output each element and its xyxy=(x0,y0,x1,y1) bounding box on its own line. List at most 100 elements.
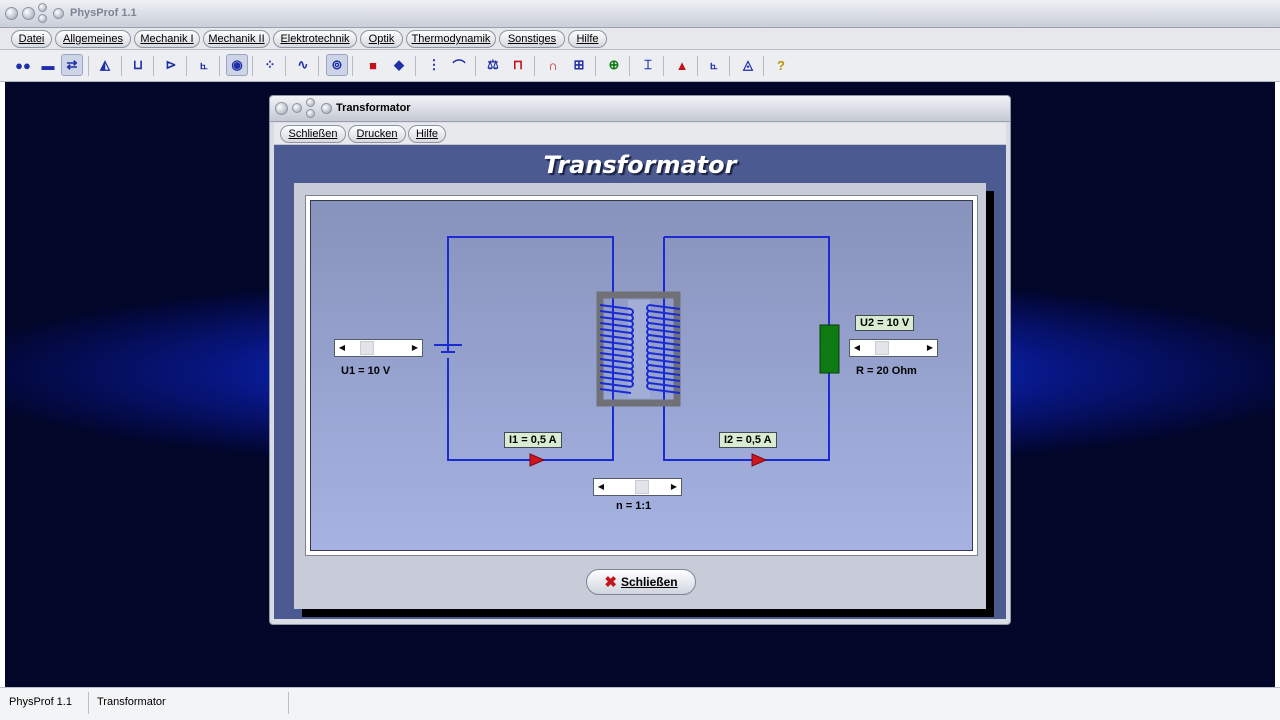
resistor xyxy=(819,324,840,374)
circuit-canvas: ◀ ▶ U1 = 10 V U2 = 10 V ◀ ▶ R = 20 Ohm I… xyxy=(310,200,973,551)
toolbar-separator xyxy=(729,56,730,76)
page-title: Transformator xyxy=(543,151,737,179)
dialog-maximize-icon[interactable] xyxy=(306,98,315,107)
restore-window-icon[interactable] xyxy=(38,14,47,23)
toolbar-separator xyxy=(629,56,630,76)
u1-slider-right-arrow[interactable]: ▶ xyxy=(411,343,419,352)
menu-allgemeines[interactable]: Allgemeines xyxy=(55,30,131,48)
u1-slider[interactable]: ◀ ▶ xyxy=(334,339,423,357)
n-slider[interactable]: ◀ ▶ xyxy=(593,478,682,496)
help-icon[interactable]: ? xyxy=(777,57,785,73)
toolbar-separator xyxy=(352,56,353,76)
circuit-icon[interactable]: ⊞ xyxy=(573,57,585,72)
status-window-name: Transformator xyxy=(97,696,166,708)
graph-icon[interactable]: ⦜ xyxy=(200,57,208,72)
u2-value-box: U2 = 10 V xyxy=(855,315,915,331)
magnet-icon[interactable]: ■ xyxy=(369,57,377,73)
dialog-minimize-icon[interactable] xyxy=(292,103,302,113)
r-slider[interactable]: ◀ ▶ xyxy=(849,339,938,357)
pulley-icon[interactable]: ⊓ xyxy=(512,57,524,72)
wave-icon[interactable]: ∿ xyxy=(297,57,309,72)
oscillation-icon[interactable]: ⌒ xyxy=(452,58,466,74)
n-label: n = 1:1 xyxy=(616,500,652,512)
toolbar-separator xyxy=(595,56,596,76)
spectrum-icon[interactable]: ◬ xyxy=(743,57,753,72)
menu-datei[interactable]: Datei xyxy=(11,30,52,48)
eye-lens-icon[interactable]: ◉ xyxy=(226,54,248,76)
menu-optik[interactable]: Optik xyxy=(360,30,403,48)
coil-icon[interactable]: ⌶ xyxy=(644,57,652,72)
maximize-window-icon[interactable] xyxy=(38,3,47,12)
menu-bar: Datei Allgemeines Mechanik I Mechanik II… xyxy=(0,28,1280,50)
toolbar: ●● ▬ ⇄ ◭ ⊔ ⊳ ⦜ ◉ ⁘ ∿ ⊚ ■ ◆ ⋮ ⌒ ⚖ ⊓ ∩ ⊞ ⊕… xyxy=(0,50,1280,82)
status-divider xyxy=(288,692,289,714)
menu-mechanik-2[interactable]: Mechanik II xyxy=(203,30,270,48)
dialog-menu-drucken[interactable]: Drucken xyxy=(348,125,406,143)
n-slider-thumb[interactable] xyxy=(635,480,649,494)
primary-wire xyxy=(447,236,614,461)
dialog-body: Transformator xyxy=(274,145,1006,619)
u1-label: U1 = 10 V xyxy=(341,365,391,377)
u1-slider-thumb[interactable] xyxy=(360,341,375,355)
simulation-panel: ◀ ▶ U1 = 10 V U2 = 10 V ◀ ▶ R = 20 Ohm I… xyxy=(294,183,986,609)
dialog-window-menu-icon[interactable] xyxy=(321,103,332,114)
n-slider-right-arrow[interactable]: ▶ xyxy=(670,482,678,491)
r-label: R = 20 Ohm xyxy=(856,365,917,377)
incline-icon[interactable]: ◭ xyxy=(100,57,110,72)
horseshoe-magnet-icon[interactable]: ∩ xyxy=(548,57,558,73)
toolbar-separator xyxy=(663,56,664,76)
spring-icon[interactable]: ⋮ xyxy=(427,57,441,72)
dialog-close-window-icon[interactable] xyxy=(275,102,288,115)
toolbar-separator xyxy=(763,56,764,76)
dialog-restore-icon[interactable] xyxy=(306,109,315,118)
u1-slider-left-arrow[interactable]: ◀ xyxy=(338,343,346,352)
close-button[interactable]: ✖ Schließen xyxy=(586,569,696,595)
minimize-window-icon[interactable] xyxy=(22,7,35,20)
menu-mechanik-1[interactable]: Mechanik I xyxy=(134,30,200,48)
dialog-title: Transformator xyxy=(336,102,411,114)
balls-icon[interactable]: ●● xyxy=(15,57,31,73)
primary-coil xyxy=(599,304,634,394)
molecules-icon[interactable]: ⁘ xyxy=(264,57,276,72)
dialog-menu-schliessen[interactable]: Schließen xyxy=(280,125,346,143)
status-app-name: PhysProf 1.1 xyxy=(9,696,72,708)
app-title: PhysProf 1.1 xyxy=(70,7,137,19)
dialog-menu-hilfe[interactable]: Hilfe xyxy=(408,125,446,143)
i1-value-box: I1 = 0,5 A xyxy=(504,432,562,448)
swap-arrows-icon[interactable]: ⇄ xyxy=(61,54,83,76)
r-slider-right-arrow[interactable]: ▶ xyxy=(926,343,934,352)
close-x-icon: ✖ xyxy=(604,574,617,591)
r-slider-left-arrow[interactable]: ◀ xyxy=(853,343,861,352)
toolbar-separator xyxy=(252,56,253,76)
menu-thermodynamik[interactable]: Thermodynamik xyxy=(406,30,496,48)
decay-icon[interactable]: ⦜ xyxy=(710,57,718,72)
close-button-label: Schließen xyxy=(620,575,678,589)
compass-icon[interactable]: ◆ xyxy=(394,57,404,72)
transformator-dialog: Transformator Schließen Drucken Hilfe Tr… xyxy=(269,95,1011,625)
toolbar-separator xyxy=(153,56,154,76)
simulation-frame: ◀ ▶ U1 = 10 V U2 = 10 V ◀ ▶ R = 20 Ohm I… xyxy=(305,195,978,556)
pressure-icon[interactable]: ⊔ xyxy=(132,57,144,72)
toolbar-separator xyxy=(186,56,187,76)
toolbar-separator xyxy=(475,56,476,76)
cart-icon[interactable]: ▬ xyxy=(41,57,55,73)
window-menu-icon[interactable] xyxy=(53,8,64,19)
n-slider-left-arrow[interactable]: ◀ xyxy=(597,482,605,491)
toolbar-separator xyxy=(121,56,122,76)
prism-icon[interactable]: ▲ xyxy=(675,57,689,73)
secondary-coil xyxy=(646,304,681,394)
toolbar-separator xyxy=(219,56,220,76)
motor-icon[interactable]: ⊕ xyxy=(608,57,620,72)
toolbar-separator xyxy=(534,56,535,76)
menu-hilfe[interactable]: Hilfe xyxy=(568,30,607,48)
menu-sonstiges[interactable]: Sonstiges xyxy=(499,30,565,48)
secondary-wire-return xyxy=(663,237,830,461)
scale-icon[interactable]: ⚖ xyxy=(487,57,499,72)
lever-icon[interactable]: ⊳ xyxy=(165,57,177,72)
secondary-current-arrow xyxy=(751,453,768,467)
toolbar-separator xyxy=(318,56,319,76)
r-slider-thumb[interactable] xyxy=(875,341,890,355)
orbit-icon[interactable]: ⊚ xyxy=(326,54,348,76)
menu-elektrotechnik[interactable]: Elektrotechnik xyxy=(273,30,357,48)
close-window-icon[interactable] xyxy=(5,7,18,20)
